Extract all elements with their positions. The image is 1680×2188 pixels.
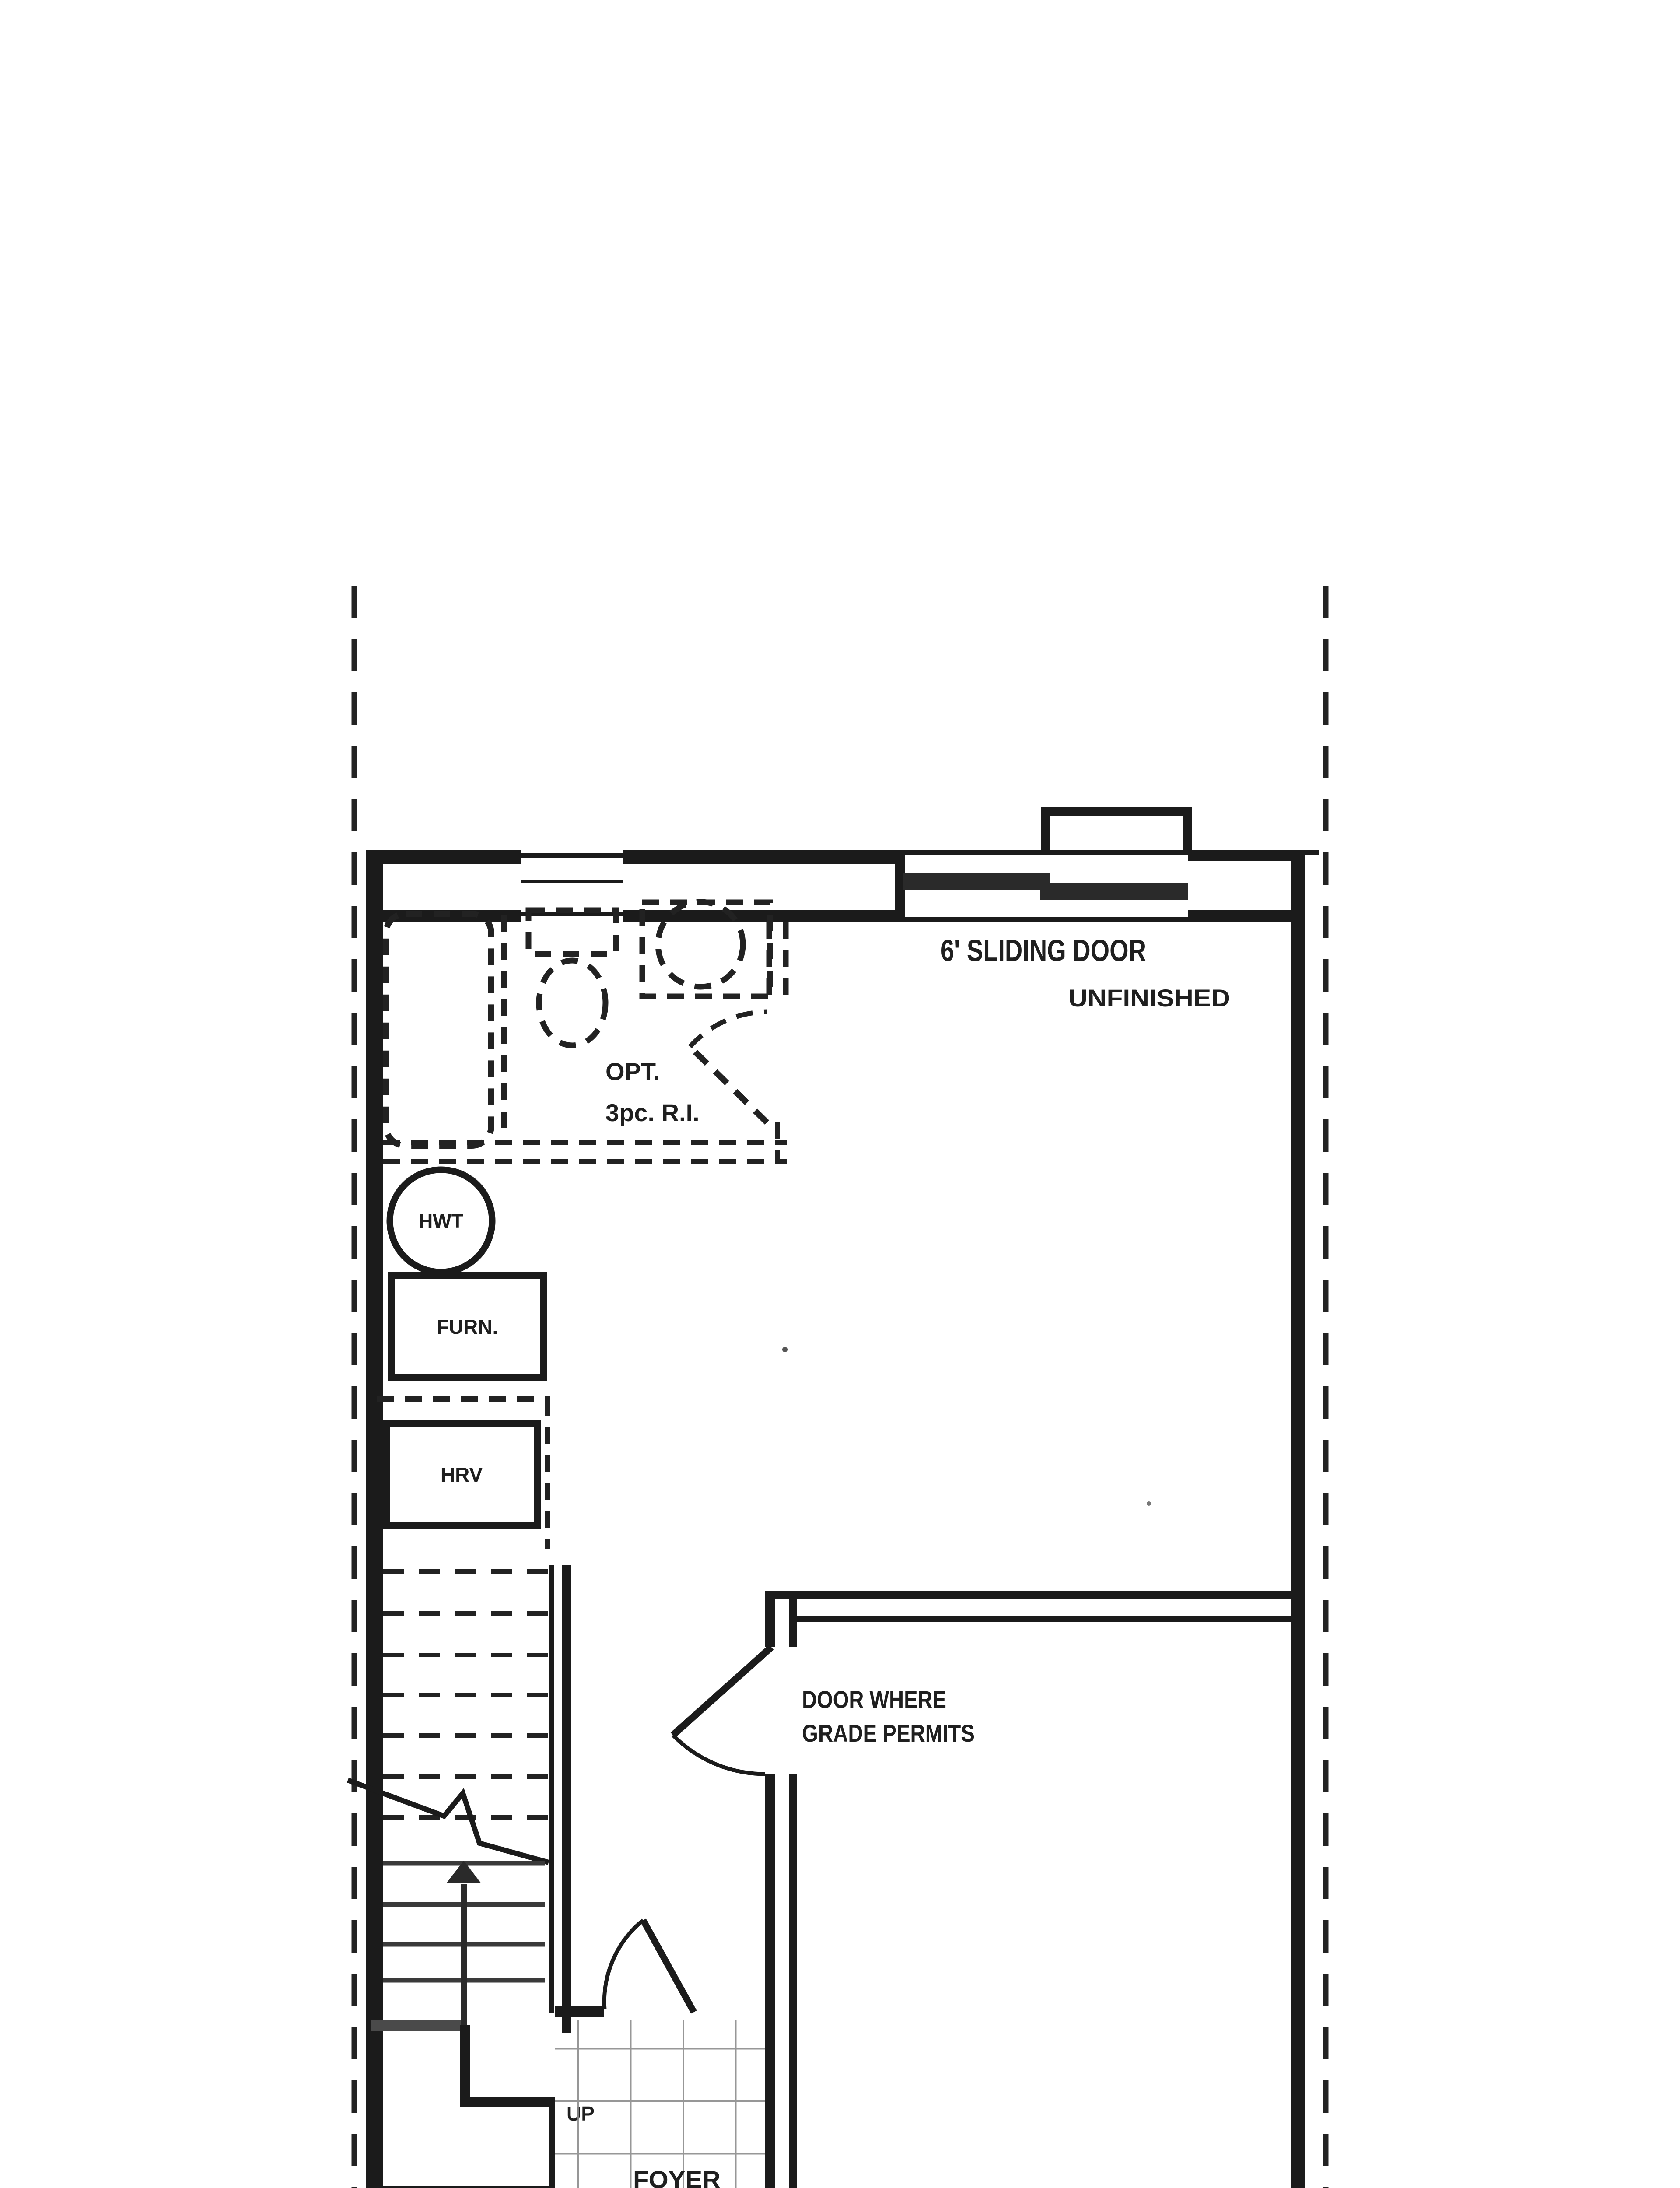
unfinished-label: UNFINISHED: [1068, 984, 1230, 1012]
closet-wall-horizontal: [460, 2097, 550, 2107]
hwt-label: HWT: [419, 1210, 463, 1232]
foyer-label: FOYER: [633, 2166, 721, 2188]
stair-treads-upper: [383, 1569, 549, 1820]
left-wall: [366, 850, 383, 2188]
sliding-door-jamb: [895, 850, 905, 922]
window-mid-line: [521, 880, 623, 883]
opt-bath-label-1: OPT.: [606, 1058, 660, 1085]
garage-left-wall-b-lower: [789, 1774, 797, 2188]
stair-wall-inner: [549, 1565, 554, 2013]
window-sill-line: [521, 912, 623, 916]
rear-stoop-right: [1183, 807, 1192, 851]
garage-left-wall-a-upper: [765, 1595, 775, 1647]
bath-door-leaf: [688, 1045, 769, 1125]
unfinished-area: UNFINISHED: [782, 984, 1230, 1506]
print-speck-1: [782, 1347, 788, 1352]
foyer: FOYER: [555, 2020, 766, 2188]
closet-bottom-wall-a: [371, 2186, 555, 2188]
grade-door-leaf: [670, 1645, 774, 1738]
closet-wall-vertical: [460, 2025, 470, 2107]
property-lines: [351, 586, 1329, 2188]
furnace-box: [388, 1272, 547, 1381]
hrv-box: [383, 1420, 541, 1529]
foyer-door-leaf: [640, 1918, 697, 2014]
sliding-door-panel-inner: [903, 873, 1050, 890]
up-arrow-head: [446, 1861, 481, 1883]
garage-left-wall-b-upper: [789, 1599, 797, 1647]
hrv-label: HRV: [441, 1463, 483, 1486]
furnace-label: FURN.: [437, 1315, 498, 1338]
grade-door-swing: [671, 1733, 766, 1776]
sliding-door-panel-outer: [1040, 883, 1188, 900]
top-wall-outer-right: [1188, 850, 1303, 861]
print-speck-2: [1147, 1501, 1151, 1506]
closet-side-wall: [549, 2097, 555, 2188]
right-wall: [1292, 850, 1305, 2188]
grade-door-label-1: DOOR WHERE: [802, 1686, 946, 1713]
opt-bath-label-2: 3pc. R.I.: [606, 1099, 700, 1126]
bathtub: [383, 911, 494, 1149]
sink: [655, 899, 746, 990]
stair-wall-outer: [562, 1565, 571, 2033]
garage-top-wall-inner: [793, 1616, 1296, 1622]
window-head-line: [521, 853, 623, 858]
toilet-tank: [525, 907, 619, 957]
optional-bathroom: OPT. 3pc. R.I.: [383, 899, 789, 1164]
bath-door-swing: [688, 1009, 767, 1048]
top-wall-outer-left: [366, 850, 521, 864]
toilet-bowl: [536, 957, 609, 1048]
garage-top-wall-outer: [765, 1591, 1303, 1599]
top-wall-inner-right: [1188, 910, 1303, 922]
mechanical-area: HWT FURN. HRV: [377, 1166, 550, 1549]
foyer-door-wall: [555, 2006, 604, 2017]
foyer-door-swing: [602, 1918, 644, 2010]
exterior-walls: [366, 807, 1319, 2188]
rear-stoop-top: [1041, 807, 1192, 816]
foyer-tile-floor: [555, 2020, 766, 2188]
top-wall-outer-mid: [623, 850, 895, 864]
rear-stoop-left: [1041, 807, 1050, 851]
stair-break-line: [346, 1778, 550, 1865]
garage: DOOR WHERE GRADE PERMITS GARAGE 10'6"X19…: [555, 1591, 1303, 2188]
sliding-door-label: 6' SLIDING DOOR: [941, 933, 1146, 968]
grade-door-label-2: GRADE PERMITS: [802, 1719, 975, 1747]
top-wall-inner-mid: [623, 910, 895, 922]
garage-left-wall-a-lower: [765, 1774, 775, 2188]
understair-closet: [371, 2025, 555, 2188]
